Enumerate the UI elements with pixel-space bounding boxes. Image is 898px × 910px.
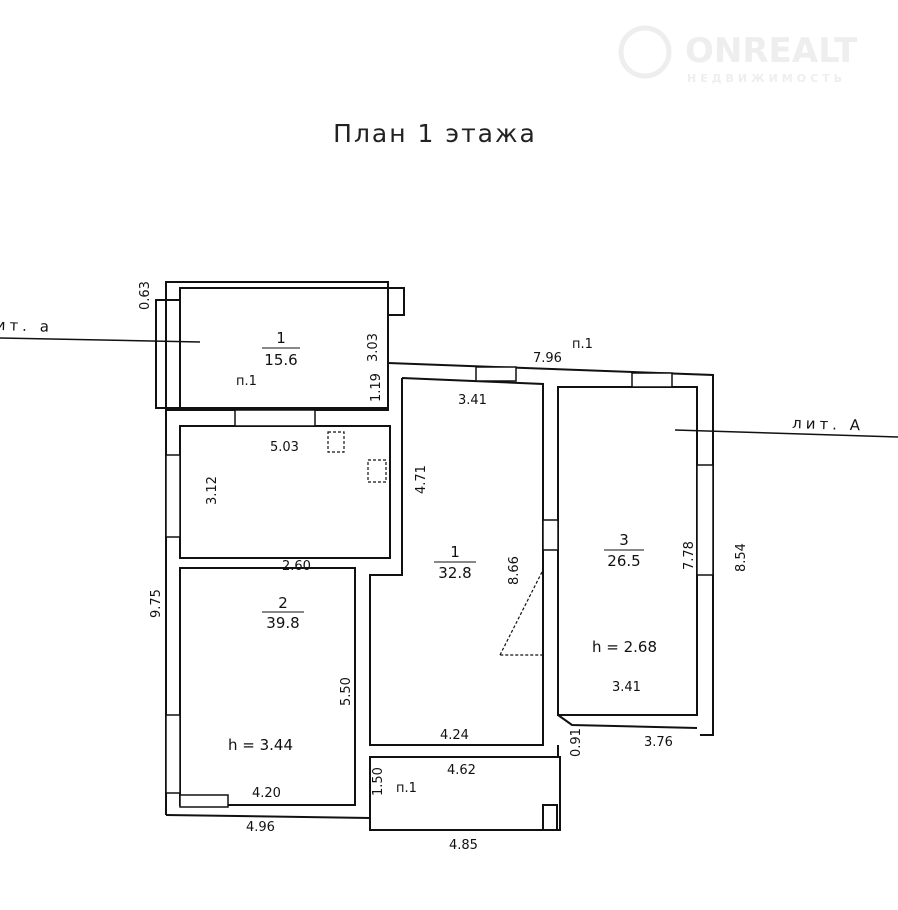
dimension-label: 4.20 [252, 786, 281, 801]
dimension-label: 2.60 [282, 559, 311, 574]
liter-right-label: лит. А [792, 414, 864, 434]
dimension-label: 5.50 [339, 677, 354, 706]
svg-text:39.8: 39.8 [266, 614, 299, 632]
dimension-label: 8.54 [734, 543, 749, 572]
dimension-label: 4.96 [246, 820, 275, 835]
dimension-label: 1.19 [369, 373, 384, 402]
svg-text:32.8: 32.8 [438, 564, 471, 582]
room-3: 3 26.5 [604, 531, 644, 570]
svg-text:1: 1 [276, 329, 286, 347]
dimension-label: 9.75 [149, 589, 164, 618]
dimension-label: 1.50 [371, 767, 386, 796]
dimension-label: 0.63 [138, 281, 153, 310]
dimension-label: 4.71 [414, 465, 429, 494]
liter-A-leader [674, 429, 898, 438]
passage-label: п.1 [396, 781, 417, 796]
room-1-upper: 1 15.6 [262, 329, 300, 369]
height-room2: h = 3.44 [228, 736, 293, 754]
liter-left-label: лит. а [0, 315, 53, 335]
dimension-label: 4.62 [447, 763, 476, 778]
svg-text:26.5: 26.5 [607, 552, 640, 570]
svg-text:15.6: 15.6 [264, 351, 297, 369]
dimension-label: 4.85 [449, 838, 478, 853]
dimension-label: 0.91 [569, 728, 584, 757]
dimension-label: 5.03 [270, 440, 299, 455]
dimensions: 0.63 3.03 1.19 5.03 3.12 4.71 3.41 7.96 … [138, 281, 749, 853]
liter-a-leader [0, 337, 201, 343]
dimension-label: 3.12 [205, 476, 220, 505]
room-1-center: 1 32.8 [434, 543, 476, 582]
windows [165, 366, 714, 808]
height-room3: h = 2.68 [592, 638, 657, 656]
dimension-label: 3.41 [612, 680, 641, 695]
svg-text:1: 1 [450, 543, 460, 561]
dimension-label: 7.96 [533, 351, 562, 366]
watermark-brand: ONREALT [685, 31, 858, 71]
room-2: 2 39.8 [262, 594, 304, 632]
passage-label: п.1 [236, 374, 257, 389]
watermark-logo: ONREALT НЕДВИЖИМОСТЬ [618, 25, 858, 85]
passage-label: п.1 [572, 337, 593, 352]
plan-title: План 1 этажа [333, 119, 537, 148]
dimension-label: 8.66 [507, 556, 522, 585]
watermark-subtitle: НЕДВИЖИМОСТЬ [687, 72, 846, 85]
svg-text:2: 2 [278, 594, 288, 612]
dimension-label: 3.76 [644, 735, 673, 750]
svg-text:3: 3 [619, 531, 629, 549]
dimension-label: 3.41 [458, 393, 487, 408]
dimension-label: 7.78 [682, 541, 697, 570]
dimension-label: 4.24 [440, 728, 469, 743]
dimension-label: 3.03 [366, 333, 381, 362]
